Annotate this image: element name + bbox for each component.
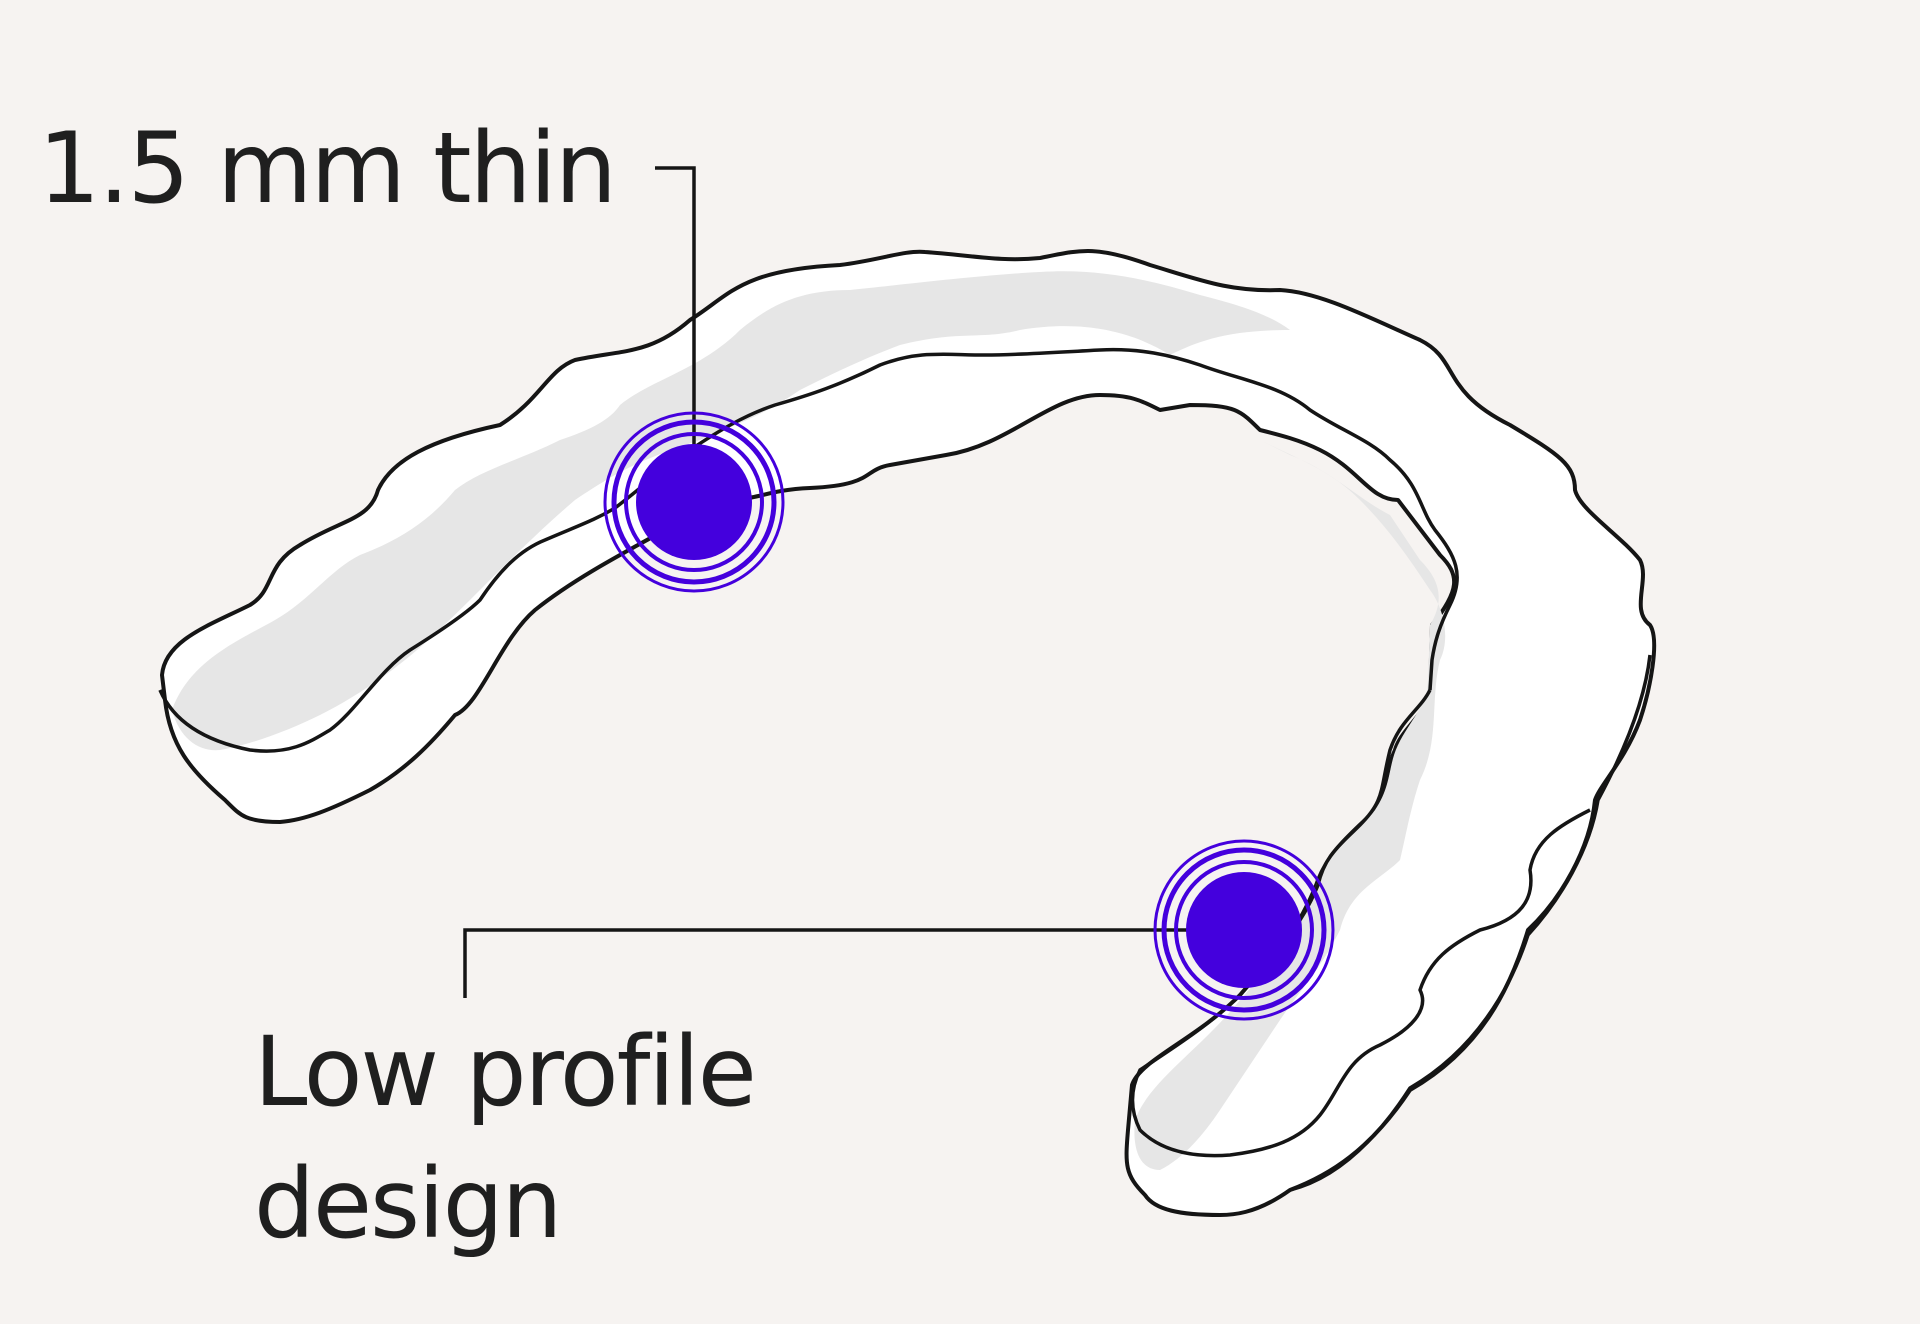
profile-marker-icon [1153, 839, 1335, 1021]
aligner-tray-shading-right [1134, 440, 1446, 1170]
aligner-outer-rim [1289, 654, 1652, 1192]
aligner-inner-edge [158, 347, 1459, 753]
thin-callout-line [655, 166, 696, 500]
profile-callout-label: Low profile design [254, 1006, 757, 1270]
profile-callout-line [463, 928, 1245, 998]
thin-marker-icon [603, 411, 785, 593]
aligner-right-inner-edge [1130, 689, 1591, 1158]
profile-callout-line1: Low profile [254, 1016, 757, 1128]
aligner-tray-shading [172, 271, 1290, 751]
profile-callout-line2: design [254, 1148, 562, 1260]
thin-callout-label: 1.5 mm thin [38, 112, 617, 226]
